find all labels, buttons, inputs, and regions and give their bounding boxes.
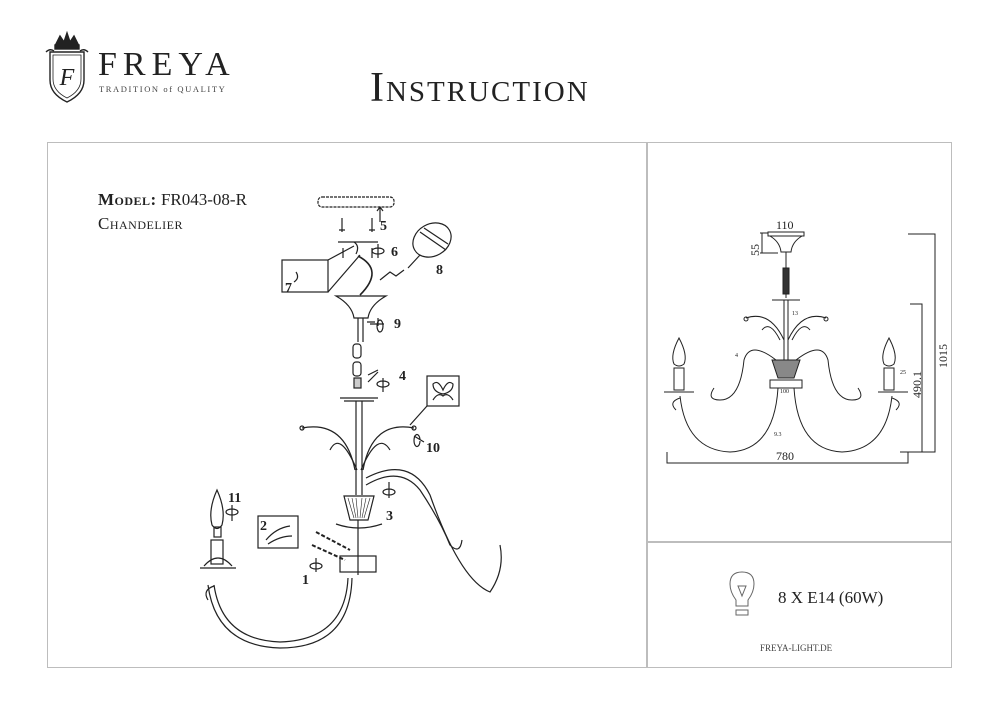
dimension-drawing: 110 55 1015 490.1 780 13 100 25 4 9.3: [664, 218, 950, 464]
model-line: Model: FR043-08-R: [98, 190, 247, 210]
dim-candle: 25: [900, 370, 906, 376]
dim-stem: 13: [792, 311, 798, 317]
brand-logo-icon: F: [45, 30, 89, 103]
step-label-1: 1: [302, 573, 309, 588]
step-label-10: 10: [426, 441, 440, 456]
step-label-4: 4: [399, 369, 406, 384]
model-value: FR043-08-R: [160, 190, 247, 209]
dim-canopy-width: 110: [776, 218, 794, 232]
brand-tagline: TRADITION of QUALITY: [99, 84, 227, 94]
step-label-6: 6: [391, 245, 398, 260]
page-title: Instruction: [370, 65, 590, 111]
step-label-5: 5: [380, 219, 387, 234]
dim-total-width: 780: [776, 449, 794, 463]
panel-divider-horizontal: [646, 541, 952, 543]
step-label-3: 3: [386, 509, 393, 524]
assembly-diagram: 1 2 3 4 5 6 7 8 9 10 11: [200, 196, 502, 649]
website-link[interactable]: FREYA-LIGHT.DE: [760, 643, 833, 653]
step-label-9: 9: [394, 317, 401, 332]
dim-cup: 100: [780, 389, 789, 395]
dim-arm-small: 4: [735, 353, 738, 359]
product-type: Chandelier: [98, 214, 183, 233]
dim-arm-large: 9.3: [774, 432, 782, 438]
step-label-2: 2: [260, 519, 267, 534]
step-label-11: 11: [228, 491, 241, 506]
light-bulb-icon: [729, 571, 755, 616]
dim-canopy-height: 55: [748, 244, 762, 256]
dim-body-height: 490.1: [910, 371, 924, 398]
step-label-7: 7: [285, 281, 292, 296]
content-frame: [47, 142, 952, 668]
step-label-8: 8: [436, 263, 443, 278]
panel-divider-vertical: [646, 142, 648, 668]
dim-total-height: 1015: [936, 344, 950, 368]
svg-text:F: F: [59, 65, 75, 91]
model-label: Model:: [98, 190, 157, 209]
brand-name: FREYA: [98, 46, 236, 83]
bulb-spec: 8 X E14 (60W): [778, 588, 884, 607]
